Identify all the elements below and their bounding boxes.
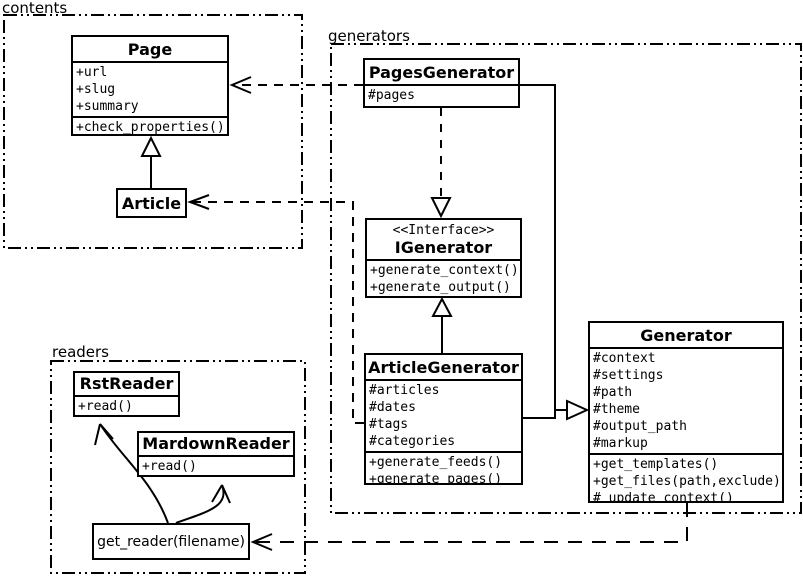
attribute: #path [593,385,633,400]
operation: +generate_context() [370,263,519,278]
edge-getreader-to-rstreader [99,423,169,524]
attribute: #settings [593,368,664,383]
operation: #_update_context() [593,491,734,503]
open-arrowhead-rstreader [94,423,114,446]
attribute: +summary [76,99,139,114]
edge-articlegenerator-to-article [191,201,364,424]
class-box-pagesgenerator: PagesGenerator #pages [363,58,520,108]
class-title-page: Page [127,40,173,59]
class-box-generator: Generator #context #settings #path #them… [588,321,784,503]
package-readers-border [50,360,306,574]
class-attributes-page: +url +slug +summary [73,61,227,116]
attribute: #dates [369,400,416,415]
class-operations-rstreader: +read() [75,395,178,415]
package-label-readers: readers [52,343,109,361]
package-label-generators: generators [328,27,410,45]
class-box-mardownreader: MardownReader +read() [137,431,295,477]
class-box-articlegenerator: ArticleGenerator #articles #dates #tags … [364,353,523,485]
open-arrowhead-page [229,76,252,94]
attribute: +url [76,65,108,80]
attribute: #tags [369,417,409,432]
class-title-igenerator: <<Interface>> IGenerator [367,220,520,259]
class-operations-mardownreader: +read() [139,455,293,475]
function-box-getreader: get_reader(filename) [92,523,250,560]
class-title-generator: Generator [640,326,732,345]
open-arrowhead-getreader [250,533,273,551]
operation: +read() [78,399,133,414]
edge-getreader-to-mardownreader [175,484,225,524]
edge-generator-to-getreader [256,503,688,543]
class-name-igenerator: IGenerator [394,238,493,257]
generalization-triangle-page [140,135,162,157]
generalization-triangle-igenerator [431,296,453,317]
operation: +generate_feeds() [369,455,503,470]
attribute: #pages [368,88,415,103]
attribute: #articles [369,383,440,398]
class-operations-generator: +get_templates() +get_files(path,exclude… [590,453,782,503]
operation: +generate_output() [370,280,511,295]
attribute: #categories [369,434,456,449]
class-stereotype-igenerator: <<Interface>> [392,223,495,238]
edge-articlegenerator-to-generator [523,410,556,419]
package-label-contents: contents [2,0,68,17]
function-label-getreader: get_reader(filename) [97,533,245,550]
class-title-articlegenerator: ArticleGenerator [368,358,519,377]
generalization-triangle-generator [566,399,590,421]
operation: +get_templates() [593,457,719,472]
open-arrowhead-mardownreader [211,484,231,504]
class-operations-articlegenerator: +generate_feeds() +generate_pages() [366,451,521,485]
package-generators-border [330,43,802,514]
class-box-article: Article [116,188,187,218]
class-box-igenerator: <<Interface>> IGenerator +generate_conte… [365,218,522,298]
realization-triangle-igenerator [430,197,452,219]
attribute: +slug [76,82,116,97]
package-contents-border [3,14,303,249]
class-title-rstreader: RstReader [79,374,174,393]
class-title-article: Article [121,193,182,213]
edge-pagesgenerator-to-generator [520,84,567,411]
class-attributes-pagesgenerator: #pages [365,84,518,106]
class-attributes-articlegenerator: #articles #dates #tags #categories [366,379,521,451]
operation: +read() [142,459,197,474]
class-operations-igenerator: +generate_context() +generate_output() [367,259,520,296]
attribute: #output_path [593,419,687,434]
operation: +get_files(path,exclude) [593,474,781,489]
class-box-page: Page +url +slug +summary +check_properti… [71,35,229,136]
attribute: #markup [593,436,648,451]
attribute: #context [593,351,656,366]
attribute: #theme [593,402,640,417]
class-attributes-generator: #context #settings #path #theme #output_… [590,347,782,453]
class-operations-page: +check_properties() [73,116,227,135]
class-title-mardownreader: MardownReader [142,434,290,453]
class-box-rstreader: RstReader +read() [73,371,180,417]
open-arrowhead-article [187,194,210,210]
operation: +generate_pages() [369,472,503,485]
class-title-pagesgenerator: PagesGenerator [368,63,515,82]
operation: +check_properties() [76,120,225,135]
